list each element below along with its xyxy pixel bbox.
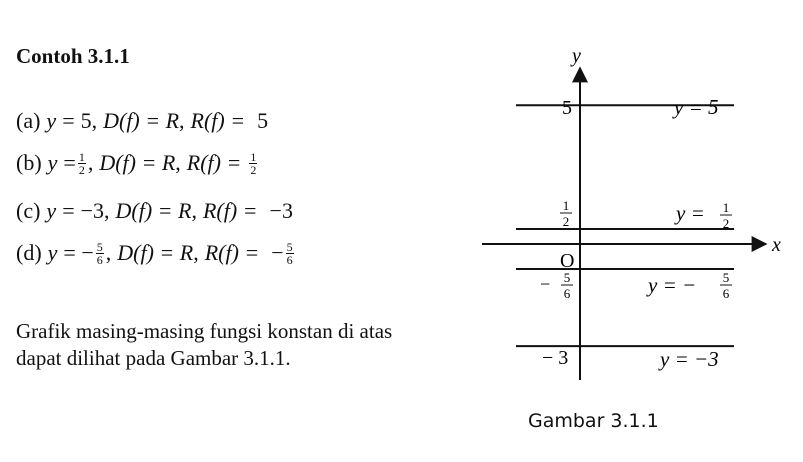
range-lhs: R(f) = <box>202 198 258 223</box>
svg-text:6: 6 <box>564 286 571 301</box>
svg-text:5: 5 <box>723 270 730 285</box>
y-axis-label: y <box>570 45 581 67</box>
line-label-y-half: y = 1 2 <box>674 200 732 231</box>
eq-lhs: y <box>47 150 58 175</box>
domain-text: D(f) = R <box>99 150 176 175</box>
x-axis-label: x <box>771 234 781 256</box>
line-label-y-minus-five-sixths: y = − 5 6 <box>646 270 732 301</box>
range-sign: − <box>271 240 284 265</box>
item-label: (a) <box>16 108 41 133</box>
example-item-a: (a) y = 5, D(f) = R, R(f) = 5 <box>16 108 269 133</box>
origin-label: O <box>560 250 574 272</box>
tick-label-half: 1 2 <box>560 198 572 229</box>
tick-label-5: 5 <box>562 97 572 119</box>
eq-value: −3 <box>80 198 105 223</box>
line-label-y-5: y = 5 <box>672 95 719 119</box>
svg-text:1: 1 <box>563 198 570 213</box>
line-label-y-minus-3: y = −3 <box>658 347 719 371</box>
item-label: (d) <box>16 240 42 265</box>
eq-lhs: y <box>46 198 57 223</box>
item-label: (c) <box>16 198 41 223</box>
explanation-paragraph: Grafik masing-masing fungsi konstan di a… <box>16 319 393 370</box>
example-title: Contoh 3.1.1 <box>16 44 130 68</box>
svg-text:1: 1 <box>723 200 730 215</box>
item-label: (b) <box>16 150 42 175</box>
domain-text: D(f) = R <box>103 108 180 133</box>
eq-op: = <box>62 198 75 223</box>
example-item-c: (c) y = −3, D(f) = R, R(f) = −3 <box>16 198 293 223</box>
svg-text:y = −: y = − <box>646 273 696 297</box>
range-value: −3 <box>269 198 293 223</box>
eq-lhs: y <box>47 240 58 265</box>
eq-lhs: y <box>46 108 57 133</box>
svg-text:−: − <box>540 274 550 294</box>
svg-text:6: 6 <box>723 286 730 301</box>
eq-op: = − <box>63 240 94 265</box>
domain-text: D(f) = R <box>117 240 194 265</box>
tick-label-minus-five-sixths: − 5 6 <box>540 270 573 301</box>
svg-text:2: 2 <box>563 214 570 229</box>
range-lhs: R(f) = <box>190 108 246 133</box>
eq-op: = <box>62 108 75 133</box>
svg-text:5: 5 <box>564 270 571 285</box>
eq-value: 5 <box>80 108 92 133</box>
range-value: 5 <box>257 108 269 133</box>
eq-op: = <box>63 150 76 175</box>
svg-text:y =: y = <box>674 201 705 225</box>
svg-text:2: 2 <box>723 216 730 231</box>
range-lhs: R(f) = <box>204 240 260 265</box>
figure-graph: x y O 5 y = 5 1 2 y = 1 2 − 5 6 y = − 5 … <box>482 45 781 380</box>
figure-caption: Gambar 3.1.1 <box>528 410 659 432</box>
domain-text: D(f) = R <box>115 198 192 223</box>
tick-label-minus-3: − 3 <box>542 347 568 369</box>
range-lhs: R(f) = <box>186 150 242 175</box>
